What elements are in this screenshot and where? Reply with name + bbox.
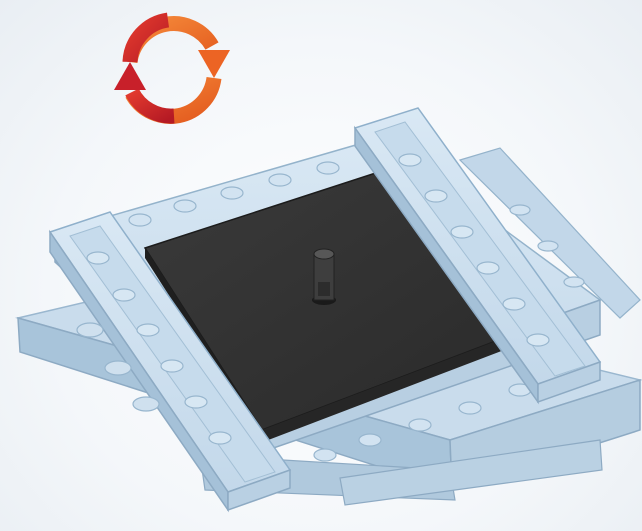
- dark-gray-pin: [312, 249, 336, 305]
